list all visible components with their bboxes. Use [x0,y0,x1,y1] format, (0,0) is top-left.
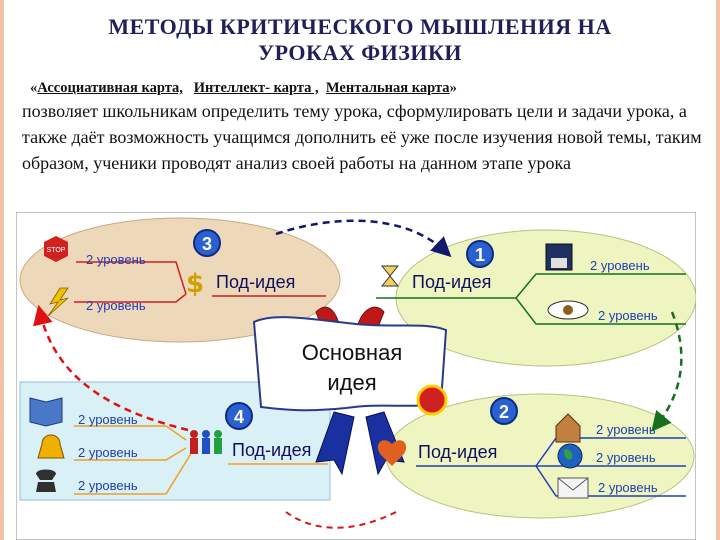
number-badge-1 [466,240,494,268]
mind-map-diagram: Основная идея STOP 2 уровень 2 уровень $… [16,212,696,540]
level-2-3: 2 уровень [598,480,658,495]
slide-title: МЕТОДЫ КРИТИЧЕСКОГО МЫШЛЕНИЯ НА УРОКАХ Ф… [20,14,700,66]
hourglass-icon [380,265,400,287]
number-2: 2 [499,402,509,422]
branch-1a [515,273,686,299]
house-icon [555,413,581,443]
number-badge-3 [193,229,221,257]
level-2-2: 2 уровень [596,450,656,465]
center-idea-line1: Основная [302,340,402,365]
branch-3b [74,293,187,303]
right-border-stripe [716,0,720,540]
level-4-2: 2 уровень [78,445,138,460]
people-icon [190,430,222,454]
methods-open-quote: « [30,80,38,96]
telephone-icon [36,469,56,492]
envelope-flap [557,477,589,491]
bell-icon [37,434,65,459]
branch-3a [76,261,187,295]
book-icon [29,397,63,427]
rosette-badge [416,384,448,416]
stop-sign-text: STOP [47,247,66,254]
branch-4a [74,425,187,441]
branch-1b [515,297,686,325]
left-border-stripe [0,0,4,540]
number-1: 1 [475,245,485,265]
heart-icon [377,440,407,466]
method-mental-map: Ментальная карта [325,80,450,96]
level-3-1: 2 уровень [86,252,146,267]
cloud-group-3 [19,217,341,343]
lightning-icon [47,287,69,317]
globe-land [564,449,573,460]
subidea-1: Под-идея [412,272,491,292]
number-4: 4 [234,407,244,427]
envelope-icon [557,477,589,499]
slide-title-line1: МЕТОДЫ КРИТИЧЕСКОГО МЫШЛЕНИЯ НА [108,14,612,39]
arrow-3-to-1 [275,219,452,258]
branch-4c [74,451,193,495]
level-4-1: 2 уровень [78,412,138,427]
center-tail-left [315,411,355,476]
subidea-3: Под-идея [216,272,295,292]
description-text: позволяет школьникам определить тему уро… [22,101,702,173]
number-badge-2 [490,397,518,425]
method-associative-map: Ассоциативная карта, [37,80,183,96]
center-idea-line2: идея [327,370,376,395]
subidea-2: Под-идея [418,442,497,462]
subidea-4: Под-идея [232,440,311,460]
level-4-3: 2 уровень [78,478,138,493]
dollar-icon: $ [186,269,204,299]
methods-line: «Ассоциативная карта, Интеллект- карта ,… [30,80,690,97]
branch-4b [74,447,187,461]
slide-title-line2: УРОКАХ ФИЗИКИ [257,40,463,65]
floppy-disk-label [551,258,567,268]
number-badge-4 [225,402,253,430]
number-3: 3 [202,234,212,254]
stop-sign-icon [44,236,68,262]
level-1-2: 2 уровень [598,308,658,323]
branch-2c [535,465,686,497]
method-intellect-map: Интеллект- карта , [193,80,319,96]
arrow-4-to-3 [33,304,189,432]
center-scroll [252,316,448,412]
level-3-2: 2 уровень [86,298,146,313]
level-1-1: 2 уровень [590,258,650,273]
level-2-1: 2 уровень [596,422,656,437]
eye-pupil [563,305,573,315]
arrow-1-to-2 [651,311,683,432]
arrow-2-to-4 [285,511,397,529]
methods-close-quote: » [449,80,457,96]
